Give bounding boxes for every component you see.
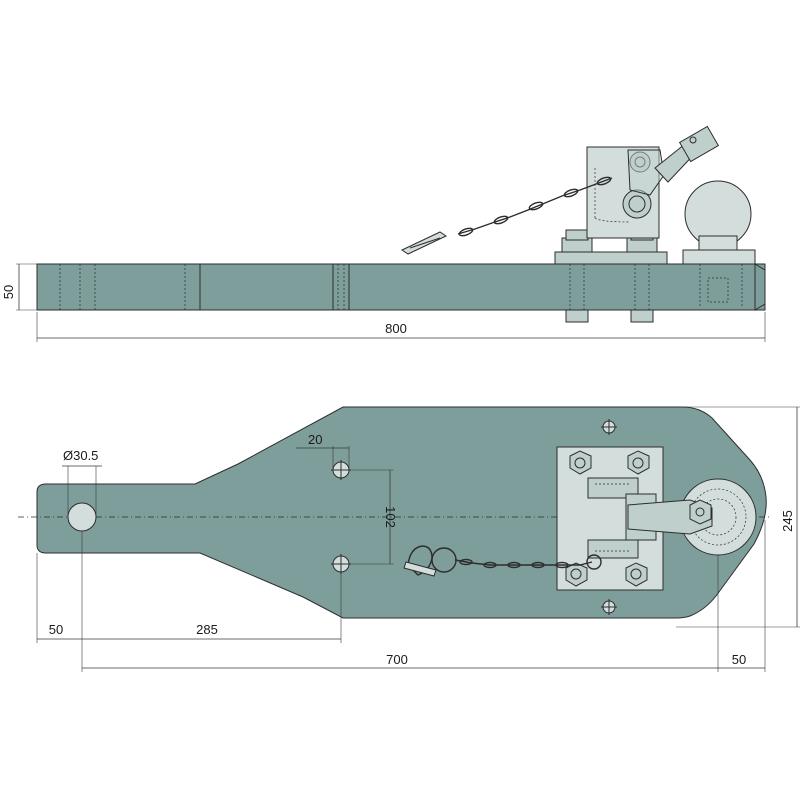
side-view-bracket [586, 146, 665, 239]
side-view-chain [400, 176, 613, 255]
dim-label-bolt-spacing: 102 [383, 506, 398, 528]
dimension-hole-diameter: Ø30.5 [62, 448, 102, 517]
dim-label-offset-20: 20 [308, 432, 322, 447]
side-view-bar [36, 263, 766, 311]
towing-eye-hole [67, 502, 97, 532]
side-view-hitch-ball [682, 180, 756, 308]
dimension-height-side: 50 [1, 263, 37, 311]
side-view: 50 800 [1, 125, 766, 342]
dim-label-left-50: 50 [49, 622, 63, 637]
dim-label-right-50: 50 [732, 652, 746, 667]
dimension-bolt-spacing: 102 [341, 469, 398, 565]
side-view-bar-end [754, 263, 766, 311]
top-view-hitch [627, 478, 757, 556]
side-view-bolts [554, 229, 668, 323]
top-view-chain [403, 545, 602, 577]
dimension-bottom-overall: 700 50 [82, 520, 766, 672]
dim-label-segment-285: 285 [196, 622, 218, 637]
dim-label-width-245: 245 [780, 510, 795, 532]
dim-label-side-length: 800 [385, 321, 407, 336]
dim-label-side-height: 50 [1, 285, 16, 299]
dim-label-overall-700: 700 [386, 652, 408, 667]
dim-label-hole-diameter: Ø30.5 [63, 448, 98, 463]
dimension-width-245: 245 [676, 406, 800, 628]
dimension-offset-20: 20 [296, 432, 350, 470]
top-view: Ø30.5 20 102 50 285 [18, 406, 800, 672]
side-view-lever [654, 125, 720, 183]
dimension-length-side: 800 [36, 312, 766, 342]
dimension-bottom-left: 50 285 [36, 531, 342, 672]
